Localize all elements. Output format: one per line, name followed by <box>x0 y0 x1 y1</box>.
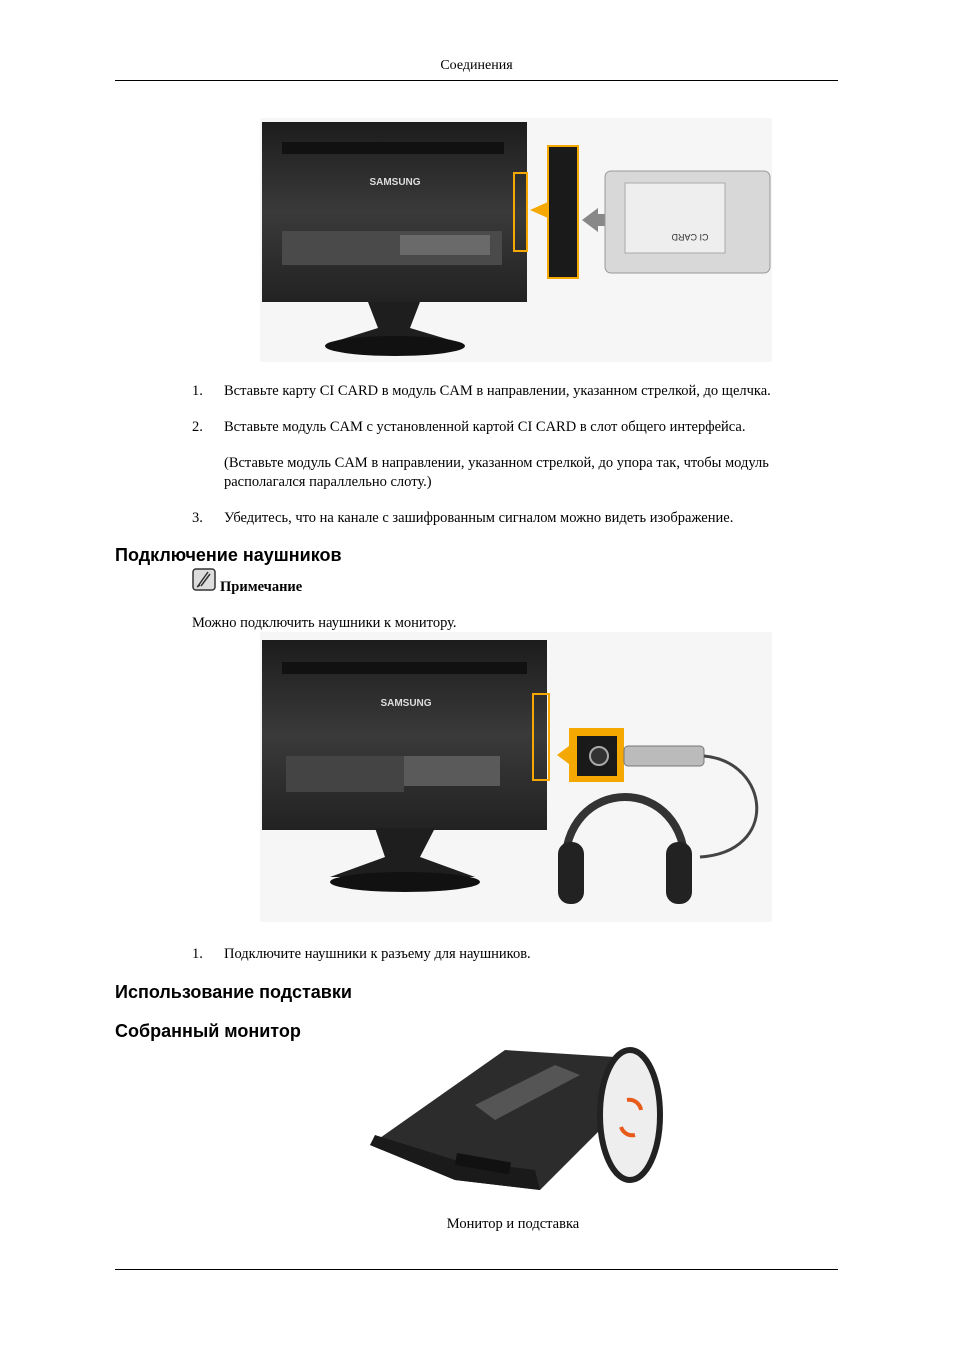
subsection-heading-assembled: Собранный монитор <box>115 1021 301 1041</box>
step-text: Подключите наушники к разъему для наушни… <box>224 946 531 962</box>
samsung-logo: SAMSUNG <box>369 177 420 188</box>
ci-card-illustration: SAMSUNG CI CARD <box>260 118 772 362</box>
samsung-logo: SAMSUNG <box>380 698 431 709</box>
header-divider <box>115 80 838 81</box>
note-text: Можно подключить наушники к монитору. <box>192 615 457 631</box>
monitor-stand-illustration <box>370 1047 663 1190</box>
stand-base <box>597 1047 663 1183</box>
section-heading-stand: Использование подставки <box>115 982 352 1002</box>
section-heading-headphones: Подключение наушников <box>115 545 342 565</box>
page-header-title: Соединения <box>440 58 513 73</box>
rotate-arrows-icon <box>619 1097 643 1138</box>
step-number: 2. <box>192 419 203 435</box>
step-text: Вставьте модуль CAM с установленной карт… <box>224 419 746 435</box>
step-text: Вставьте карту CI CARD в модуль CAM в на… <box>224 383 771 399</box>
footer-divider <box>115 1269 838 1270</box>
note-icon <box>192 568 216 591</box>
step-text: Убедитесь, что на канале с зашифрованным… <box>224 510 734 526</box>
headphones-icon <box>560 793 690 873</box>
note-label: Примечание <box>220 579 303 595</box>
ci-card-label: CI CARD <box>671 232 709 242</box>
headphone-jack-icon <box>589 746 609 766</box>
headphones-illustration: SAMSUNG <box>260 632 772 922</box>
insert-arrow-icon <box>530 202 548 218</box>
step-note: (Вставьте модуль CAM в направлении, указ… <box>224 455 769 490</box>
figure-caption: Монитор и подставка <box>446 1216 580 1232</box>
step-number: 3. <box>192 510 203 526</box>
step-number: 1. <box>192 946 203 962</box>
step-number: 1. <box>192 383 203 399</box>
